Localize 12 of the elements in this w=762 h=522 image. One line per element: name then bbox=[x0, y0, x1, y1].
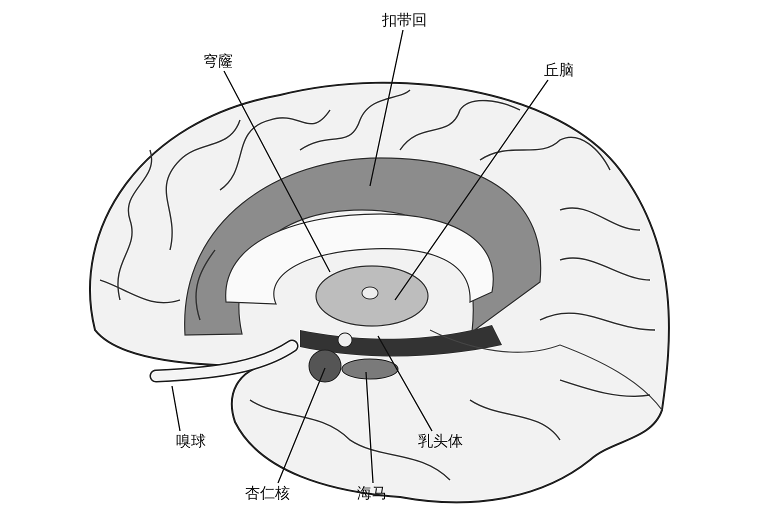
part-label: 扣带回 bbox=[382, 11, 427, 29]
leader-line bbox=[223, 70, 331, 272]
part-label: 丘脑 bbox=[544, 61, 574, 79]
part-label: 穹窿 bbox=[203, 52, 233, 70]
part-label: 嗅球 bbox=[176, 432, 206, 450]
leader-line bbox=[394, 80, 549, 300]
leader-line bbox=[171, 386, 181, 432]
leader-line bbox=[369, 30, 404, 186]
leader-line bbox=[365, 372, 374, 484]
part-label: 乳头体 bbox=[418, 432, 463, 450]
leader-line bbox=[377, 336, 433, 432]
part-label: 杏仁核 bbox=[245, 484, 290, 502]
